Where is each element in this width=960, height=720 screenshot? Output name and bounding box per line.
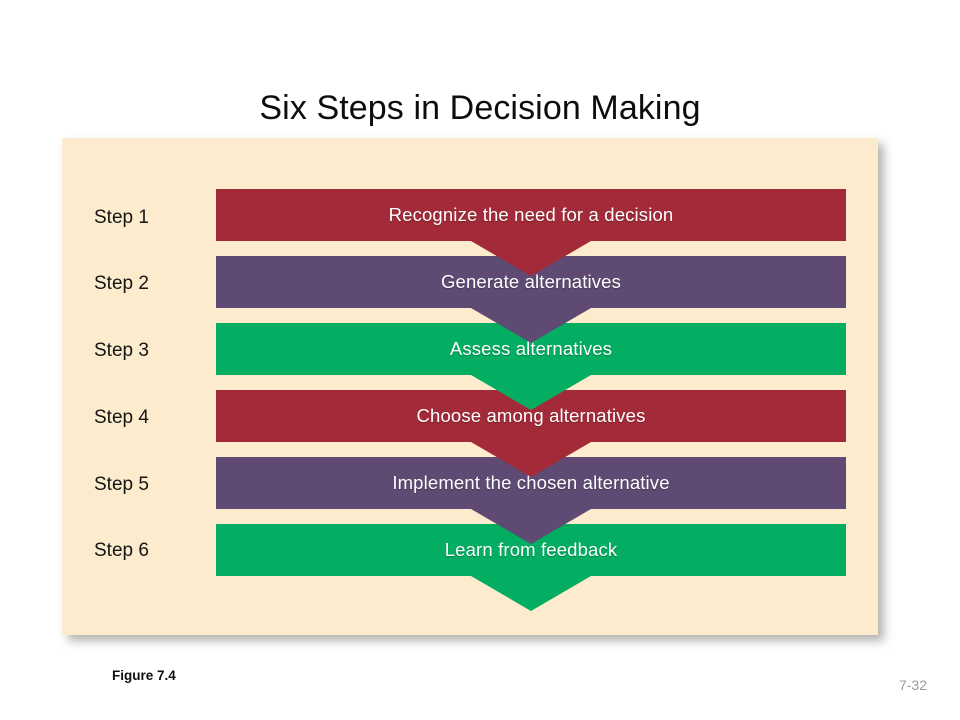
figure-panel: Step 1 Step 2 Step 3 Step 4 Step 5 Step … xyxy=(62,138,878,635)
page-title: Six Steps in Decision Making xyxy=(259,88,701,127)
chevron-shape-6 xyxy=(216,524,846,614)
page-number: 7-32 xyxy=(898,677,927,693)
step-label-1: Step 1 xyxy=(94,207,149,228)
step-label-6: Step 6 xyxy=(94,540,149,561)
chevron-shape-3 xyxy=(216,323,846,413)
chevron-shape-4 xyxy=(216,390,846,480)
process-step-1: Recognize the need for a decision xyxy=(216,189,846,279)
step-label-2: Step 2 xyxy=(94,273,149,294)
chevron-shape-1 xyxy=(216,189,846,279)
figure-caption: Figure 7.4 xyxy=(112,668,176,683)
chevron-shape-2 xyxy=(216,256,846,346)
step-label-3: Step 3 xyxy=(94,340,149,361)
step-label-4: Step 4 xyxy=(94,407,149,428)
step-label-5: Step 5 xyxy=(94,474,149,495)
chevron-shape-5 xyxy=(216,457,846,547)
